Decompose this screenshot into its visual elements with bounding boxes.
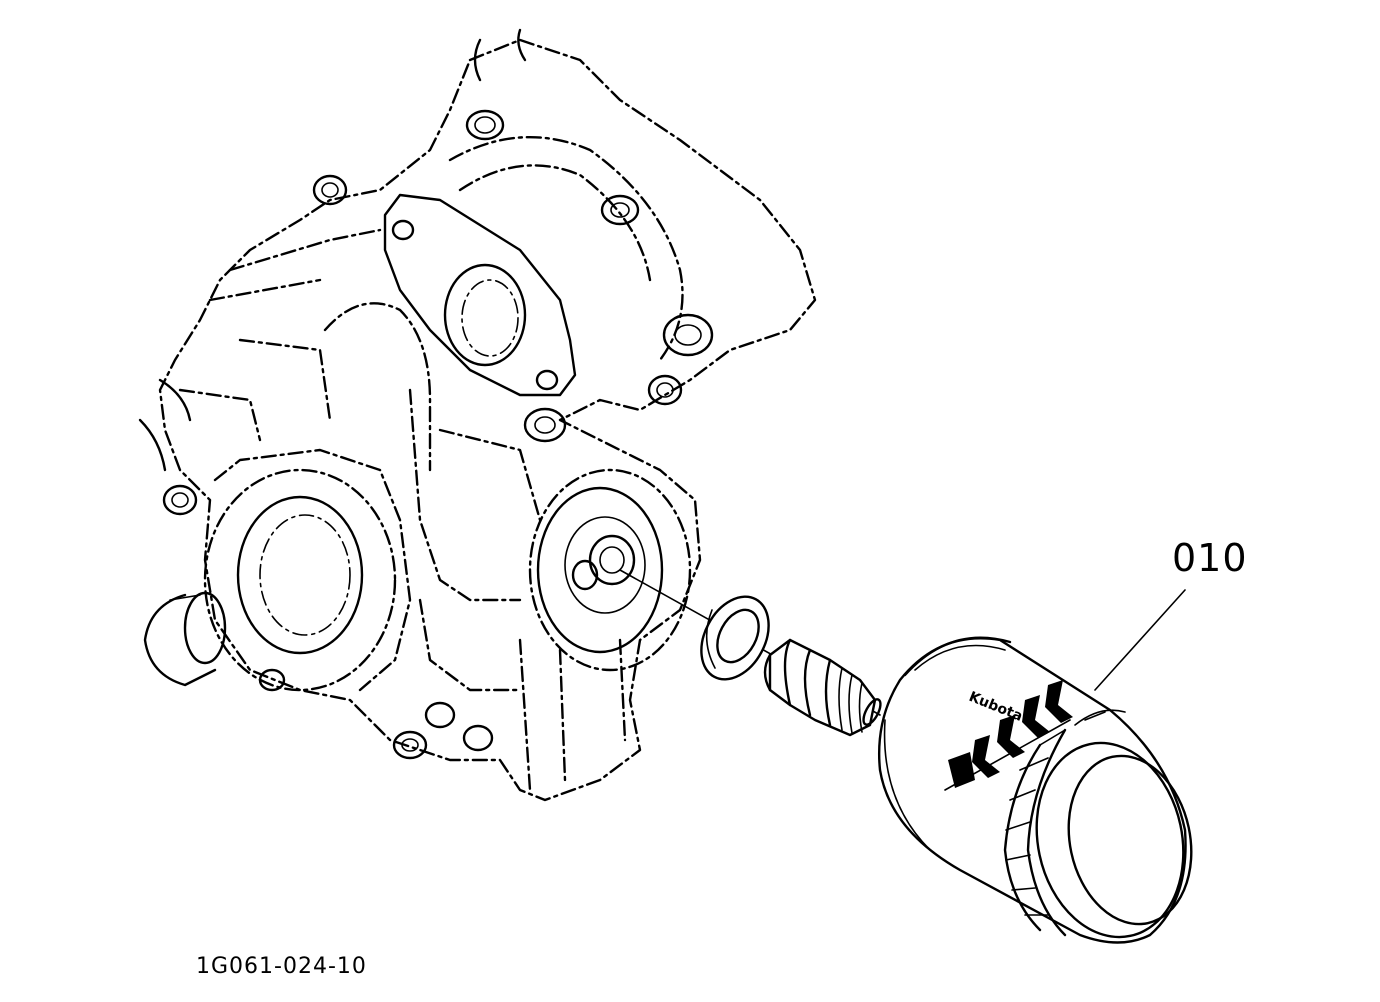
sealing-washer — [700, 595, 770, 681]
threaded-fitting — [763, 638, 882, 737]
oil-filter-cartridge: Kubota — [878, 636, 1193, 944]
figure-id: 1G061-024-10 — [196, 954, 367, 979]
callout-leader-010 — [1094, 589, 1186, 691]
gear-case-housing — [138, 28, 817, 802]
callout-label-010: 010 — [1172, 536, 1248, 580]
